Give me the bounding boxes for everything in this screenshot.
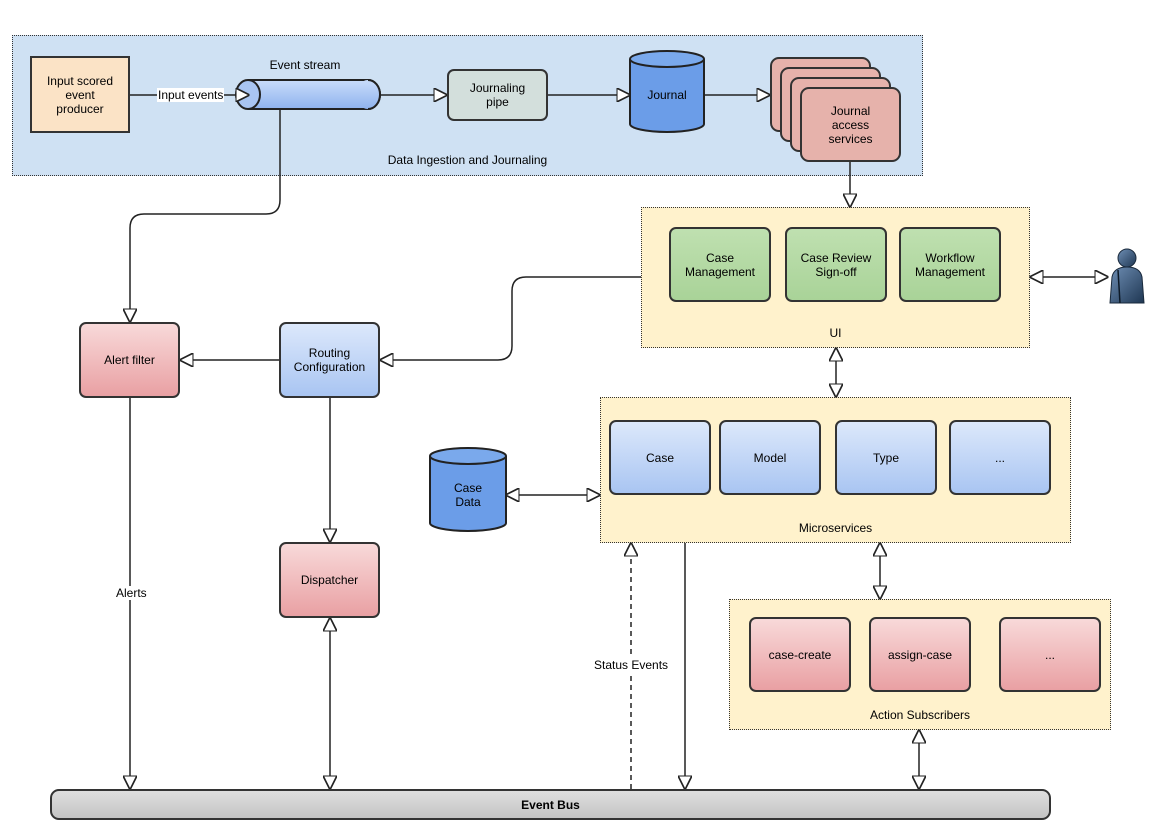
microservice-case-node[interactable]: Case [609, 420, 711, 495]
dispatcher-node[interactable]: Dispatcher [279, 542, 380, 618]
case-management-node[interactable]: Case Management [669, 227, 771, 302]
input-events-label: Input events [157, 88, 225, 102]
microservice-type-node[interactable]: Type [835, 420, 937, 495]
input-producer-node[interactable]: Input scored event producer [30, 56, 130, 133]
journal-label[interactable]: Journal [647, 88, 687, 102]
microservice-more-node[interactable]: ... [949, 420, 1051, 495]
event-stream-pipe [235, 79, 381, 110]
journal-cylinder [629, 50, 705, 133]
alert-filter-node[interactable]: Alert filter [79, 322, 180, 398]
microservice-model-node[interactable]: Model [719, 420, 821, 495]
routing-configuration-node[interactable]: Routing Configuration [279, 322, 380, 398]
alerts-label: Alerts [115, 586, 148, 600]
action-subscribers-group-label: Action Subscribers [869, 708, 971, 722]
subscriber-assign-case-node[interactable]: assign-case [869, 617, 971, 692]
subscriber-case-create-node[interactable]: case-create [749, 617, 851, 692]
ui-group-label: UI [829, 326, 842, 340]
microservices-group-label: Microservices [798, 521, 873, 535]
edge-ui-to-routing [380, 276, 641, 360]
workflow-management-node[interactable]: Workflow Management [899, 227, 1001, 302]
journaling-pipe-node[interactable]: Journaling pipe [447, 69, 548, 121]
event-bus[interactable]: Event Bus [50, 789, 1051, 820]
subscriber-more-node[interactable]: ... [999, 617, 1101, 692]
user-icon [1109, 248, 1145, 304]
case-data-cylinder [429, 447, 507, 532]
case-review-signoff-node[interactable]: Case Review Sign-off [785, 227, 887, 302]
ingestion-group-label: Data Ingestion and Journaling [387, 153, 548, 167]
journal-access-services-node[interactable]: Journal access services [800, 87, 901, 162]
case-data-label[interactable]: Case Data [453, 481, 482, 509]
edge-stream-to-alert-filter [130, 108, 281, 322]
event-stream-label: Event stream [269, 58, 341, 72]
status-events-label: Status Events [593, 658, 670, 672]
